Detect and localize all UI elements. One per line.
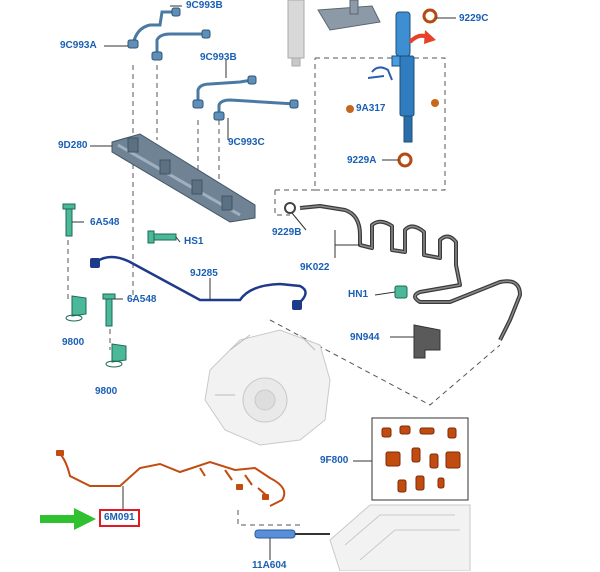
- red-curved-arrow-icon: [408, 30, 436, 44]
- label-HN1: HN1: [348, 289, 369, 300]
- label-9C993B-mid: 9C993B: [200, 52, 237, 63]
- engine-block-illustration: [204, 329, 331, 446]
- label-9J285: 9J285: [190, 268, 218, 279]
- seal-washer-9229C: [422, 8, 438, 24]
- label-9D280: 9D280: [58, 140, 88, 151]
- wiring-9J285: [95, 255, 307, 305]
- pipe-fittings: [127, 7, 299, 121]
- label-leaders: [72, 5, 456, 560]
- bolt-6A548-upper: [62, 203, 76, 237]
- label-9N944: 9N944: [350, 332, 380, 343]
- label-11A604: 11A604: [252, 560, 287, 571]
- return-line-9K022-inner: [299, 205, 521, 341]
- seal-kit-box-9F800: [371, 417, 469, 501]
- fuel-pipes-9C993: [131, 10, 296, 115]
- label-9F800: 9F800: [320, 455, 349, 466]
- clip-HN1: [394, 285, 408, 299]
- banjo-clip-9229B: [284, 202, 296, 214]
- injector-grey: [287, 0, 305, 67]
- label-9K022: 9K022: [300, 262, 330, 273]
- bracket-9N944: [413, 324, 441, 359]
- sensor-9800-a: [65, 295, 87, 322]
- label-6A548-lower: 6A548: [127, 294, 157, 305]
- harness-connectors: [56, 450, 269, 500]
- label-9800-a: 9800: [62, 337, 85, 348]
- label-HS1: HS1: [184, 236, 204, 247]
- injector-clamp: [317, 0, 381, 31]
- wiring-9J285-connectors: [90, 258, 302, 310]
- label-6A548-upper: 6A548: [90, 217, 120, 228]
- fuel-injector-blue: [391, 11, 415, 143]
- sensor-9800-b: [105, 343, 127, 368]
- label-9229C: 9229C: [459, 13, 489, 24]
- fuel-rail: [111, 133, 256, 223]
- label-9229B: 9229B: [272, 227, 302, 238]
- label-9800-b: 9800: [95, 386, 118, 397]
- green-arrow-icon: [40, 508, 96, 530]
- label-9C993B-top: 9C993B: [186, 0, 223, 11]
- bolt-6A548-lower: [102, 293, 116, 327]
- label-6M091-highlighted: 6M091: [99, 509, 140, 527]
- callout-dot-injector: [431, 99, 439, 107]
- harness-6M091: [59, 453, 286, 507]
- callout-dot-9A317: [346, 105, 354, 113]
- label-9A317: 9A317: [356, 103, 386, 114]
- seal-washer-9229A: [397, 152, 413, 168]
- cylinder-head-illustration: [329, 504, 471, 571]
- label-9C993C: 9C993C: [228, 137, 265, 148]
- label-9229A: 9229A: [347, 155, 377, 166]
- label-9C993A: 9C993A: [60, 40, 97, 51]
- glow-plug-11A604: [254, 529, 330, 539]
- injector-leakoff-connector: [367, 66, 393, 81]
- bolt-HS1: [147, 230, 177, 244]
